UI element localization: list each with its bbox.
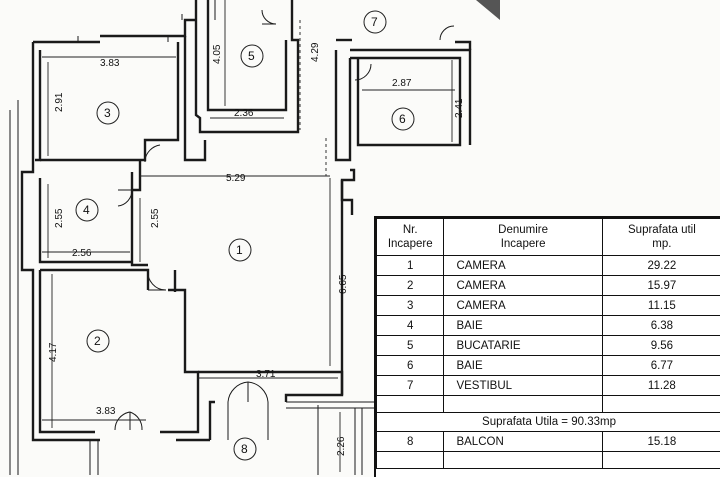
dim-255-right: 2.55 (150, 208, 161, 228)
svg-text:1: 1 (236, 243, 243, 257)
dim-236: 2.36 (234, 108, 254, 119)
svg-text:2: 2 (94, 334, 101, 348)
room-marker-3: 3 (97, 102, 119, 124)
dim-291: 2.91 (54, 92, 65, 112)
room-marker-8: 8 (234, 438, 256, 460)
room-marker-2: 2 (87, 330, 109, 352)
dim-241: 2.41 (454, 98, 465, 118)
table-row-empty (377, 396, 720, 413)
dim-405: 4.05 (212, 44, 223, 64)
room-markers: 1 2 3 4 5 6 7 8 (76, 11, 414, 460)
table-row-empty (377, 452, 720, 469)
header-nr: Nr.Incapere (377, 219, 444, 256)
dim-383-bottom: 3.83 (96, 406, 116, 417)
room-marker-4: 4 (76, 199, 98, 221)
dim-226: 2.26 (336, 436, 347, 456)
svg-text:3: 3 (104, 106, 111, 120)
useful-area-summary: Suprafata Utila = 90.33mp (377, 413, 720, 432)
dim-256: 2.56 (72, 248, 92, 259)
dim-529: 5.29 (226, 173, 246, 184)
dim-371: 3.71 (256, 369, 276, 380)
dim-429: 4.29 (310, 42, 321, 62)
dim-255-left: 2.55 (54, 208, 65, 228)
svg-text:4: 4 (83, 203, 90, 217)
room-marker-7: 7 (364, 11, 386, 33)
svg-text:5: 5 (248, 49, 255, 63)
dim-287: 2.87 (392, 78, 412, 89)
svg-text:6: 6 (399, 112, 406, 126)
svg-text:8: 8 (241, 442, 248, 456)
room-marker-5: 5 (241, 45, 263, 67)
room-marker-6: 6 (392, 108, 414, 130)
dim-417: 4.17 (48, 342, 59, 362)
dim-665: 6.65 (338, 274, 349, 294)
table-summary-row: Suprafata Utila = 90.33mp (377, 413, 720, 432)
dim-383-top: 3.83 (100, 58, 120, 69)
room-marker-1: 1 (229, 239, 251, 261)
svg-text:7: 7 (371, 15, 378, 29)
